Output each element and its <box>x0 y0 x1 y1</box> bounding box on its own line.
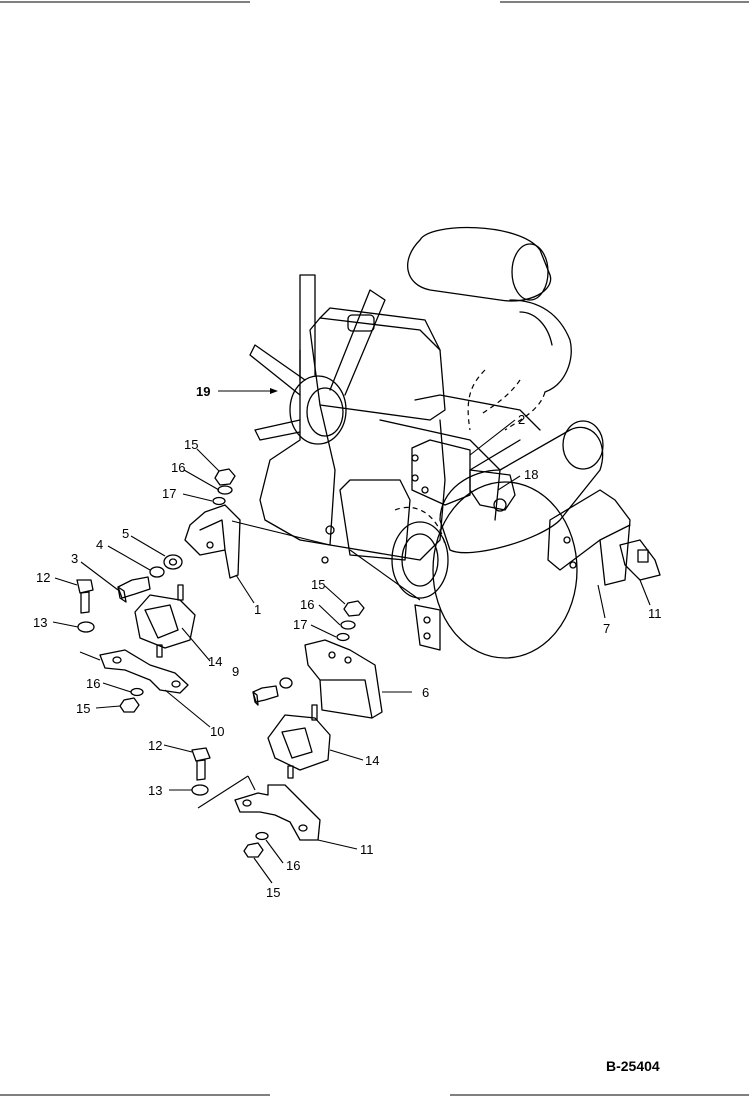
callout-12: 12 <box>148 738 162 753</box>
center-mount-parts <box>191 600 383 858</box>
callout-11: 11 <box>648 606 662 621</box>
callout-7: 7 <box>603 621 610 636</box>
callout-labels: 19 15 16 17 5 4 3 12 13 14 1 16 15 10 9 … <box>33 384 662 900</box>
bracket-11 <box>234 784 321 841</box>
bracket-10 <box>99 649 189 694</box>
callout-19: 19 <box>196 384 210 399</box>
drawing-code: B-25404 <box>606 1058 660 1074</box>
engine-assembly <box>231 226 661 659</box>
callout-12: 12 <box>36 570 50 585</box>
callout-10: 10 <box>210 724 224 739</box>
callout-6: 6 <box>422 685 429 700</box>
callout-4: 4 <box>96 537 103 552</box>
leader-lines <box>52 388 651 884</box>
callout-15: 15 <box>76 701 90 716</box>
engine-block <box>231 274 661 659</box>
bracket-1 <box>184 504 241 579</box>
air-cleaner <box>407 226 572 393</box>
callout-14: 14 <box>208 654 222 669</box>
rubber-mount-14b <box>267 714 331 771</box>
left-mount-parts <box>76 468 241 713</box>
callout-15: 15 <box>266 885 280 900</box>
bracket-6 <box>304 639 383 719</box>
callout-2: 2 <box>518 412 525 427</box>
callout-13: 13 <box>33 615 47 630</box>
callout-18: 18 <box>524 467 538 482</box>
callout-5: 5 <box>122 526 129 541</box>
callout-11: 11 <box>360 842 374 857</box>
callout-14: 14 <box>365 753 379 768</box>
rubber-mount-14a <box>134 594 196 649</box>
callout-17: 17 <box>293 617 307 632</box>
callout-3: 3 <box>71 551 78 566</box>
callout-13: 13 <box>148 783 162 798</box>
callout-1: 1 <box>254 602 261 617</box>
callout-16: 16 <box>300 597 314 612</box>
callout-16: 16 <box>86 676 100 691</box>
callout-16: 16 <box>171 460 185 475</box>
callout-9: 9 <box>232 664 239 679</box>
callout-15: 15 <box>311 577 325 592</box>
callout-17: 17 <box>162 486 176 501</box>
callout-16: 16 <box>286 858 300 873</box>
callout-15: 15 <box>184 437 198 452</box>
muffler <box>439 420 604 554</box>
